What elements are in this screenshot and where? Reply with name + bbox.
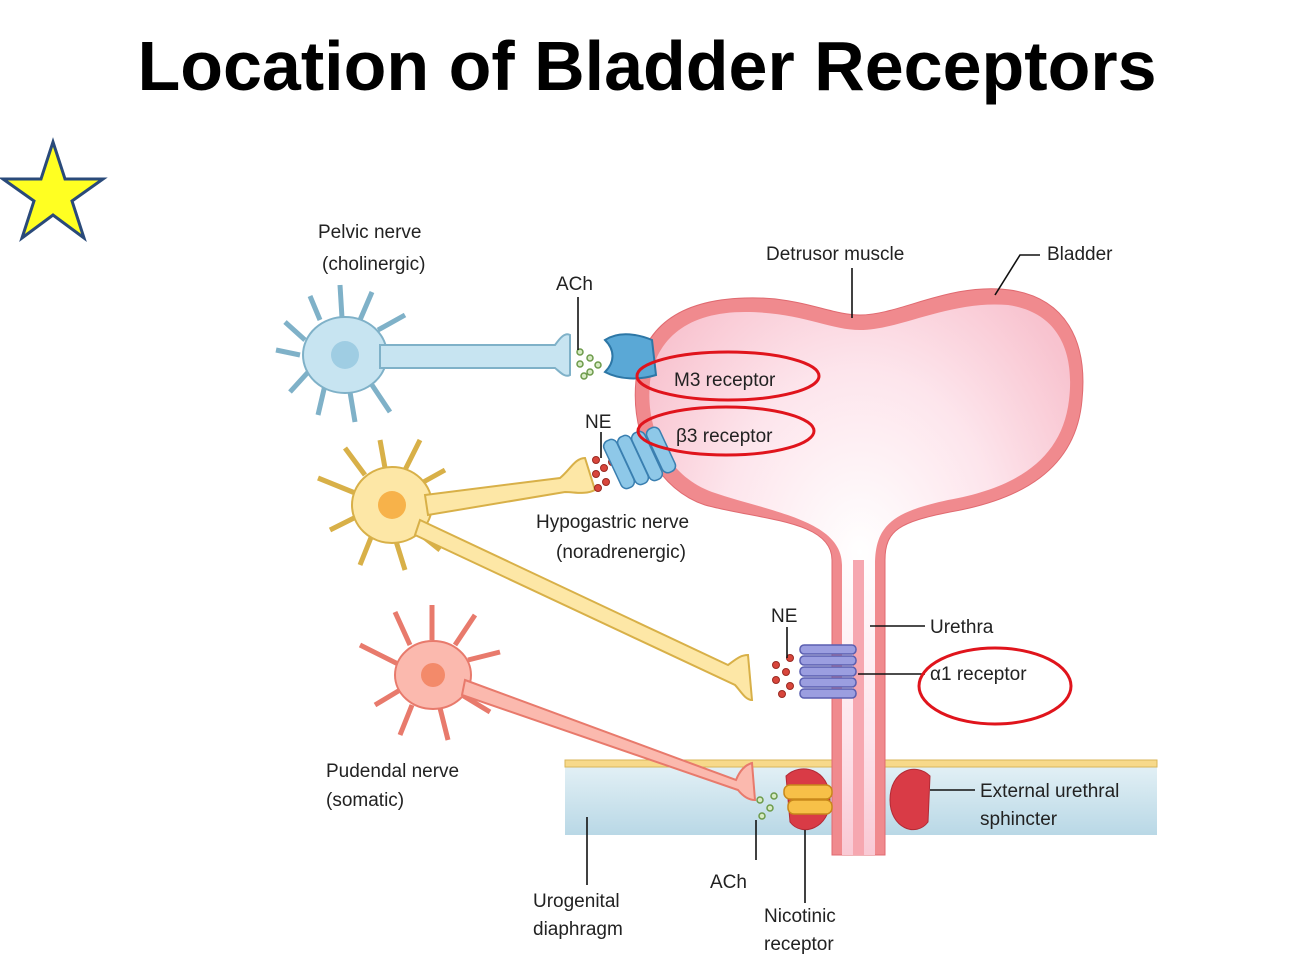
page-title: Location of Bladder Receptors	[137, 27, 1157, 105]
pelvic-neuron	[275, 284, 571, 423]
label-urethra: Urethra	[930, 617, 994, 638]
beta3-receptor-shape	[602, 426, 677, 490]
label-pelvic-type: (cholinergic)	[322, 254, 425, 275]
label-m3-receptor: M3 receptor	[674, 370, 776, 391]
m3-receptor-shape	[603, 333, 658, 380]
beta3-highlight	[636, 405, 816, 457]
label-nicotinic-1: Nicotinic	[764, 906, 836, 927]
pudendal-neuron	[358, 605, 757, 802]
star-icon	[0, 137, 108, 243]
label-external-sphincter-2: sphincter	[980, 809, 1058, 830]
m3-highlight	[635, 350, 821, 402]
label-ach-bottom: ACh	[710, 872, 747, 893]
ne-vesicles-mid	[772, 654, 794, 698]
ach-vesicles-top	[576, 348, 602, 380]
hypogastric-neuron	[317, 438, 754, 702]
alpha1-receptor-shape	[799, 644, 857, 699]
alpha1-highlight	[917, 646, 1073, 726]
label-ne-top: NE	[585, 412, 611, 433]
label-pudendal-nerve: Pudendal nerve	[326, 761, 459, 782]
bladder	[634, 288, 1084, 856]
highlight-rings	[635, 350, 1073, 726]
label-bladder: Bladder	[1047, 244, 1113, 265]
nicotinic-receptor-shape	[783, 784, 833, 815]
label-hypogastric-type: (noradrenergic)	[556, 542, 686, 563]
label-detrusor: Detrusor muscle	[766, 244, 904, 265]
label-pudendal-type: (somatic)	[326, 790, 404, 811]
label-ne-mid: NE	[771, 606, 797, 627]
label-pelvic-nerve: Pelvic nerve	[318, 222, 422, 243]
ach-vesicles-bottom	[756, 792, 778, 820]
label-nicotinic-2: receptor	[764, 934, 834, 955]
label-beta3-receptor: β3 receptor	[676, 426, 773, 447]
label-ach-top: ACh	[556, 274, 593, 295]
leader-lines	[577, 254, 1040, 903]
label-urogenital-2: diaphragm	[533, 919, 623, 940]
label-hypogastric-nerve: Hypogastric nerve	[536, 512, 689, 533]
label-urogenital-1: Urogenital	[533, 891, 620, 912]
label-external-sphincter-1: External urethral	[980, 781, 1119, 802]
label-alpha1-receptor: α1 receptor	[930, 664, 1027, 685]
